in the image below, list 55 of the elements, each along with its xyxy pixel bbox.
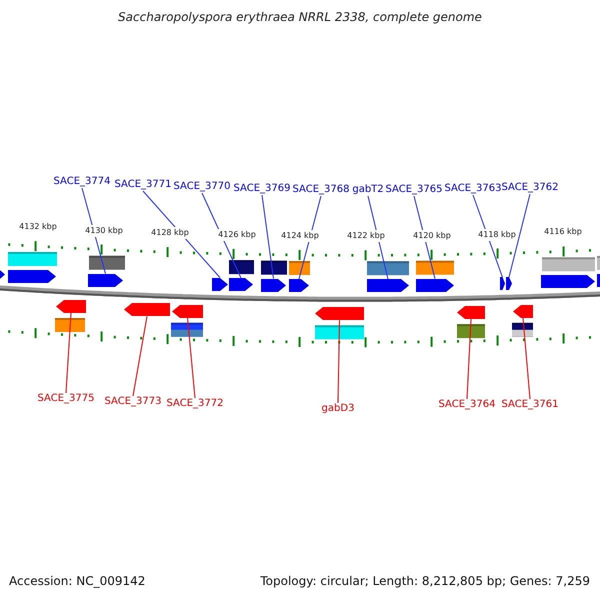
scale-label: 4130 kbp	[85, 224, 123, 237]
leader-line	[508, 194, 530, 278]
scale-label: 4132 kbp	[19, 221, 57, 234]
gene-label: SACE_3763	[444, 183, 502, 195]
accession-note: Accession: NC_009142	[9, 574, 146, 588]
gene-label: SACE_3762	[502, 182, 558, 194]
gene-feature	[212, 278, 228, 291]
scale-label: 4128 kbp	[151, 227, 189, 240]
gene-label: SACE_3772	[166, 398, 224, 410]
scale-label: 4124 kbp	[281, 230, 319, 242]
gene-feature	[541, 275, 595, 288]
title: Saccharopolyspora erythraea NRRL 2338, complete genome	[118, 10, 482, 24]
gene-feature	[172, 304, 203, 318]
leader-line	[142, 190, 220, 278]
leader-line	[132, 316, 148, 396]
gene-feature	[229, 278, 253, 292]
gene-label: SACE_3775	[38, 393, 94, 405]
gene-feature	[367, 279, 409, 292]
leader-line	[262, 194, 274, 280]
leader-line	[472, 194, 503, 278]
gene-feature	[416, 278, 454, 292]
gene-feature	[8, 270, 56, 283]
gene-feature	[457, 306, 485, 320]
gene-label: SACE_3761	[502, 399, 558, 411]
gene-label: SACE_3770	[174, 181, 230, 193]
gene-feature	[500, 277, 505, 290]
gene-label: gabT2	[352, 184, 384, 196]
leader-line	[466, 318, 472, 400]
leader-line	[414, 196, 436, 280]
gene-feature	[506, 277, 512, 290]
gene-feature	[56, 300, 86, 314]
gene-label: SACE_3768	[292, 184, 350, 196]
leader-line	[187, 317, 196, 398]
gene-label: SACE_3765	[386, 184, 442, 196]
gene-label: SACE_3764	[438, 399, 496, 411]
gene-feature	[315, 307, 364, 320]
gene-label: SACE_3773	[104, 396, 162, 408]
gene-feature	[513, 304, 533, 318]
gene-label: SACE_3774	[54, 176, 110, 188]
gene-label: SACE_3771	[114, 179, 172, 191]
gene-feature	[289, 278, 309, 292]
gene-feature	[124, 303, 170, 316]
scale-label: 4120 kbp	[413, 230, 451, 242]
gene-feature	[88, 274, 123, 287]
leader-line	[338, 320, 340, 404]
gene-label: SACE_3769	[234, 183, 290, 195]
gene-feature	[261, 278, 286, 292]
scale-label: 4116 kbp	[544, 226, 582, 238]
scale-label: 4122 kbp	[347, 230, 385, 242]
scale-label: 4118 kbp	[478, 228, 516, 241]
leader-line	[522, 317, 530, 400]
scale-label: 4126 kbp	[218, 229, 256, 242]
genome-stats-note: Topology: circular; Length: 8,212,805 bp; Genes: 7,259	[260, 574, 590, 588]
gene-label: gabD3	[322, 403, 354, 415]
leader-line	[66, 312, 72, 394]
